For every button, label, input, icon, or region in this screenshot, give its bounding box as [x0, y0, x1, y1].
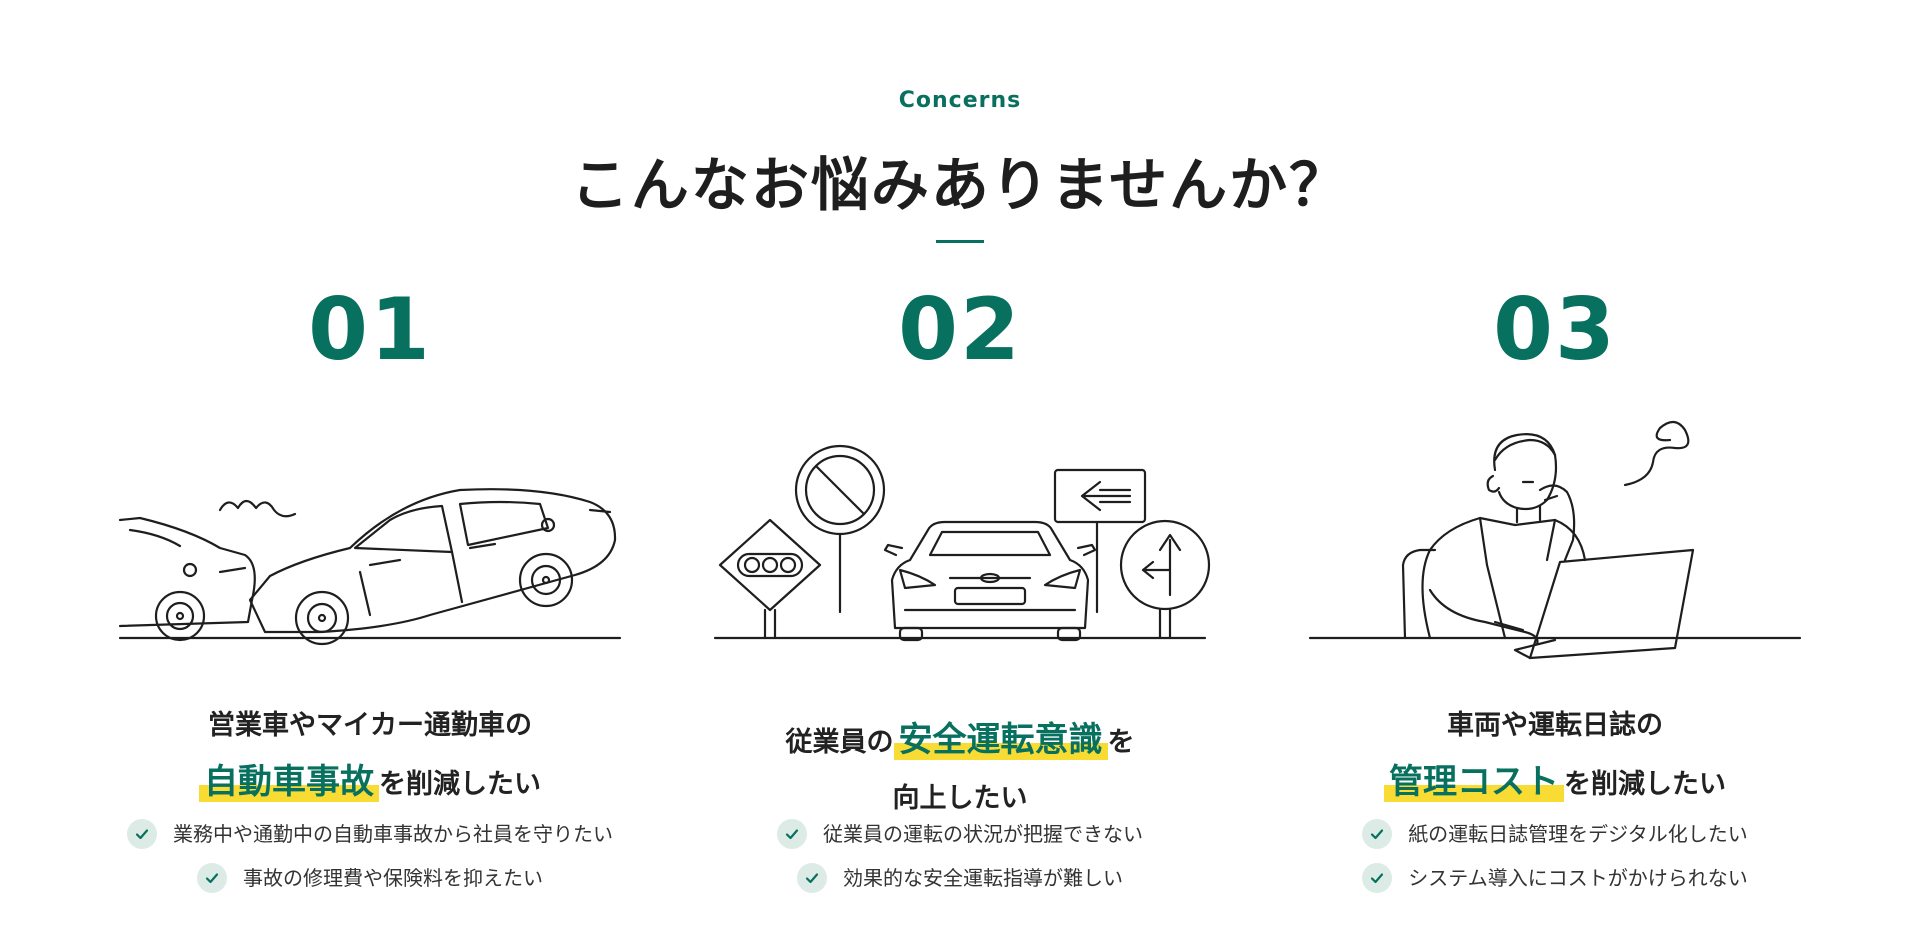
concern-card-2: 02	[660, 280, 1260, 920]
check-text: 従業員の運転の状況が把握できない	[823, 822, 1143, 846]
card-headline: 従業員の安全運転意識を 向上したい	[660, 712, 1260, 827]
headline-line2: 向上したい	[892, 783, 1028, 814]
card-headline: 車両や運転日誌の 管理コストを削減したい	[1255, 698, 1855, 813]
title-underline	[936, 240, 984, 243]
check-icon	[1362, 819, 1393, 849]
concern-card-1: 01 営業車やマイカー通勤車の 自動車事故を削減したい	[70, 280, 670, 920]
check-item: 事故の修理費や保険料を抑えたい	[70, 856, 670, 900]
check-item: 効果的な安全運転指導が難しい	[660, 856, 1260, 900]
headline-line2: 自動車事故を削減したい	[70, 754, 670, 813]
worried-man-laptop-illustration	[1255, 400, 1855, 690]
section-title: こんなお悩みありませんか？	[570, 151, 1350, 219]
check-list: 紙の運転日誌管理をデジタル化したい システム導入にコストがかけられない	[1255, 812, 1855, 900]
headline-rest: を削減したい	[379, 769, 541, 800]
check-icon	[197, 863, 227, 893]
check-text: 効果的な安全運転指導が難しい	[843, 866, 1123, 890]
headline-highlight: 安全運転意識	[893, 720, 1108, 760]
check-item: 従業員の運転の状況が把握できない	[660, 812, 1260, 856]
headline-line1: 車両や運転日誌の	[1447, 710, 1663, 741]
card-headline: 営業車やマイカー通勤車の 自動車事故を削減したい	[70, 698, 670, 813]
card-number: 03	[1493, 280, 1617, 380]
headline-line1: 営業車やマイカー通勤車の	[208, 710, 532, 741]
check-icon	[1362, 863, 1393, 893]
card-number: 01	[308, 280, 432, 380]
check-text: 紙の運転日誌管理をデジタル化したい	[1408, 822, 1748, 846]
concern-card-3: 03 車両や運転日	[1255, 280, 1855, 920]
check-item: 紙の運転日誌管理をデジタル化したい	[1255, 812, 1855, 856]
check-item: システム導入にコストがかけられない	[1255, 856, 1855, 900]
road-signs-car-illustration	[660, 400, 1260, 690]
headline-rest: を削減したい	[1564, 769, 1726, 800]
check-text: 業務中や通勤中の自動車事故から社員を守りたい	[173, 822, 613, 846]
check-list: 従業員の運転の状況が把握できない 効果的な安全運転指導が難しい	[660, 812, 1260, 900]
concerns-eyebrow: Concerns	[898, 88, 1022, 113]
check-icon	[127, 819, 157, 849]
check-text: システム導入にコストがかけられない	[1408, 866, 1748, 890]
check-icon	[797, 863, 827, 893]
headline-line1: 従業員の安全運転意識を	[660, 712, 1260, 771]
check-icon	[777, 819, 807, 849]
headline-highlight: 自動車事故	[199, 762, 379, 802]
car-collision-illustration	[70, 400, 670, 690]
headline-line2: 管理コストを削減したい	[1255, 754, 1855, 813]
check-item: 業務中や通勤中の自動車事故から社員を守りたい	[70, 812, 670, 856]
headline-highlight: 管理コスト	[1384, 762, 1564, 802]
headline-prefix: 従業員の	[785, 727, 894, 758]
card-number: 02	[898, 280, 1022, 380]
check-list: 業務中や通勤中の自動車事故から社員を守りたい 事故の修理費や保険料を抑えたい	[70, 812, 670, 900]
headline-suffix: を	[1107, 727, 1135, 758]
check-text: 事故の修理費や保険料を抑えたい	[243, 866, 543, 890]
